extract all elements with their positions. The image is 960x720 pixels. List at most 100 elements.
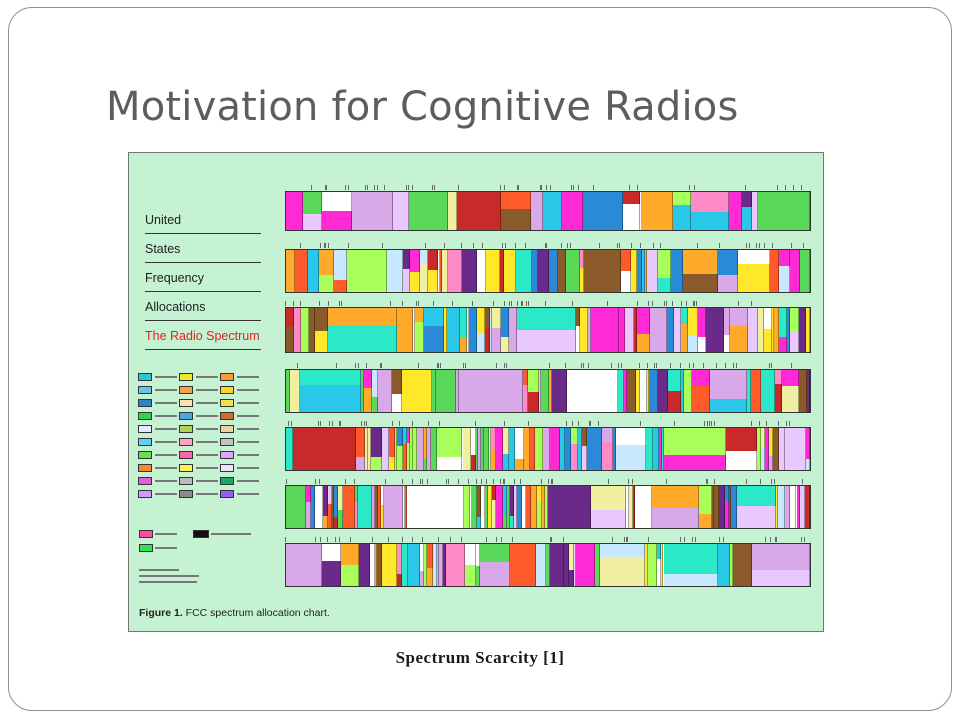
band-tick xyxy=(381,363,382,368)
allocation-block xyxy=(426,544,434,568)
allocation-block xyxy=(415,322,424,352)
allocation-block xyxy=(737,264,770,292)
band-tick xyxy=(567,243,568,248)
allocation-block xyxy=(437,250,441,292)
legend-text-placeholder xyxy=(196,414,218,417)
allocation-block xyxy=(652,486,700,508)
band-tick xyxy=(766,421,767,426)
band-tick xyxy=(588,363,589,368)
allocation-block xyxy=(456,192,502,230)
allocation-block xyxy=(690,211,729,230)
allocation-block xyxy=(402,544,408,586)
band-tick xyxy=(791,363,792,368)
band-tick xyxy=(637,301,638,306)
band-tick xyxy=(433,301,434,306)
allocation-block xyxy=(299,385,362,412)
band-tick xyxy=(769,363,770,368)
allocation-block xyxy=(583,250,622,292)
allocation-block xyxy=(354,486,358,502)
allocation-block xyxy=(580,250,584,268)
spectrum-chart-figure: United States Frequency Allocations The … xyxy=(128,152,824,632)
allocation-block xyxy=(663,544,718,574)
allocation-block xyxy=(806,458,810,470)
legend-text-placeholder xyxy=(196,479,218,482)
legend-entry xyxy=(179,476,220,485)
allocation-block xyxy=(437,456,463,470)
allocation-block xyxy=(624,370,627,412)
band-tick xyxy=(293,301,294,306)
allocation-block xyxy=(382,428,389,470)
legend-swatch xyxy=(220,489,234,498)
allocation-block xyxy=(661,544,664,586)
allocation-block xyxy=(501,209,532,230)
band-tick xyxy=(723,537,724,542)
legend-text-placeholder xyxy=(237,466,259,469)
band-tick xyxy=(300,301,301,306)
legend-text-placeholder xyxy=(237,492,259,495)
band-tick xyxy=(463,363,464,368)
allocation-block xyxy=(530,428,536,470)
allocation-block xyxy=(656,559,661,586)
band-tick xyxy=(505,243,506,248)
band-tick xyxy=(774,479,775,484)
allocation-block xyxy=(410,271,420,292)
allocation-block xyxy=(515,458,525,470)
allocation-block xyxy=(471,455,477,470)
allocation-block xyxy=(515,250,532,292)
allocation-block xyxy=(558,250,567,292)
band-tick xyxy=(512,537,513,542)
allocation-block xyxy=(736,506,777,528)
band-tick xyxy=(315,479,316,484)
allocation-block xyxy=(657,278,672,292)
allocation-block xyxy=(706,308,725,352)
band-tick xyxy=(573,185,574,190)
band-tick xyxy=(348,243,349,248)
frequency-band-row xyxy=(285,485,811,529)
band-tick-row xyxy=(285,363,811,368)
band-tick xyxy=(785,185,786,190)
allocation-block xyxy=(545,486,549,528)
legend-swatch xyxy=(220,398,234,407)
allocation-block xyxy=(624,308,634,352)
allocation-block xyxy=(372,486,375,528)
allocation-block xyxy=(672,192,691,206)
band-tick xyxy=(448,479,449,484)
band-tick xyxy=(637,185,638,190)
band-tick xyxy=(566,421,567,426)
allocation-block xyxy=(776,486,779,528)
legend-entry xyxy=(138,489,179,498)
allocation-block xyxy=(500,250,505,292)
allocation-block xyxy=(419,250,429,265)
legend-entry xyxy=(220,411,261,420)
allocation-block xyxy=(535,428,543,470)
allocation-block xyxy=(333,250,348,281)
legend-entry xyxy=(220,437,261,446)
allocation-block xyxy=(368,428,371,470)
legend-entry xyxy=(220,463,261,472)
allocation-block xyxy=(562,192,584,230)
band-tick xyxy=(681,301,682,306)
band-tick xyxy=(476,479,477,484)
allocation-block xyxy=(779,428,785,444)
band-tick xyxy=(528,301,529,306)
allocation-block xyxy=(443,308,447,352)
legend-text-placeholder xyxy=(237,440,259,443)
band-tick xyxy=(520,479,521,484)
allocation-block xyxy=(361,370,364,412)
allocation-block xyxy=(763,329,772,352)
band-tick xyxy=(418,363,419,368)
allocation-block xyxy=(586,428,602,470)
band-tick xyxy=(578,421,579,426)
allocation-block xyxy=(403,250,411,270)
legend-entry xyxy=(220,450,261,459)
band-tick xyxy=(541,185,542,190)
band-tick xyxy=(656,363,657,368)
allocation-block xyxy=(626,370,636,412)
allocation-block xyxy=(570,443,578,470)
allocation-block xyxy=(536,486,542,503)
allocation-block xyxy=(639,370,648,412)
allocation-block xyxy=(566,250,581,292)
band-tick xyxy=(541,479,542,484)
band-tick xyxy=(399,421,400,426)
band-tick xyxy=(578,185,579,190)
